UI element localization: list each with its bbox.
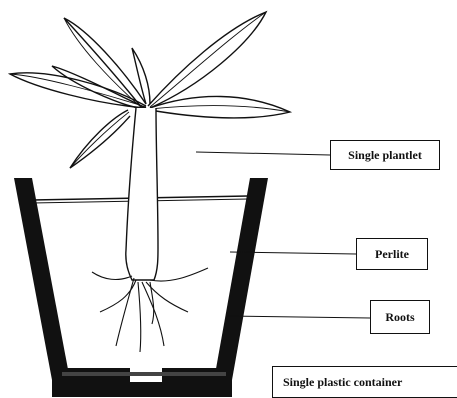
label-roots: Roots [370,300,430,334]
container-base-inner [62,372,226,376]
container-right-wall [214,178,268,380]
leader-roots [226,316,370,318]
leaf-left-middle [52,66,146,110]
label-single-plantlet: Single plantlet [330,140,440,170]
leader-plantlet [196,152,330,155]
leaf-far-left [10,73,146,108]
leader-lines [196,152,370,318]
container-left-wall [14,178,70,380]
label-perlite: Perlite [356,238,428,270]
plant-stem [126,108,158,280]
label-single-plastic-container: Single plastic container [272,366,457,398]
